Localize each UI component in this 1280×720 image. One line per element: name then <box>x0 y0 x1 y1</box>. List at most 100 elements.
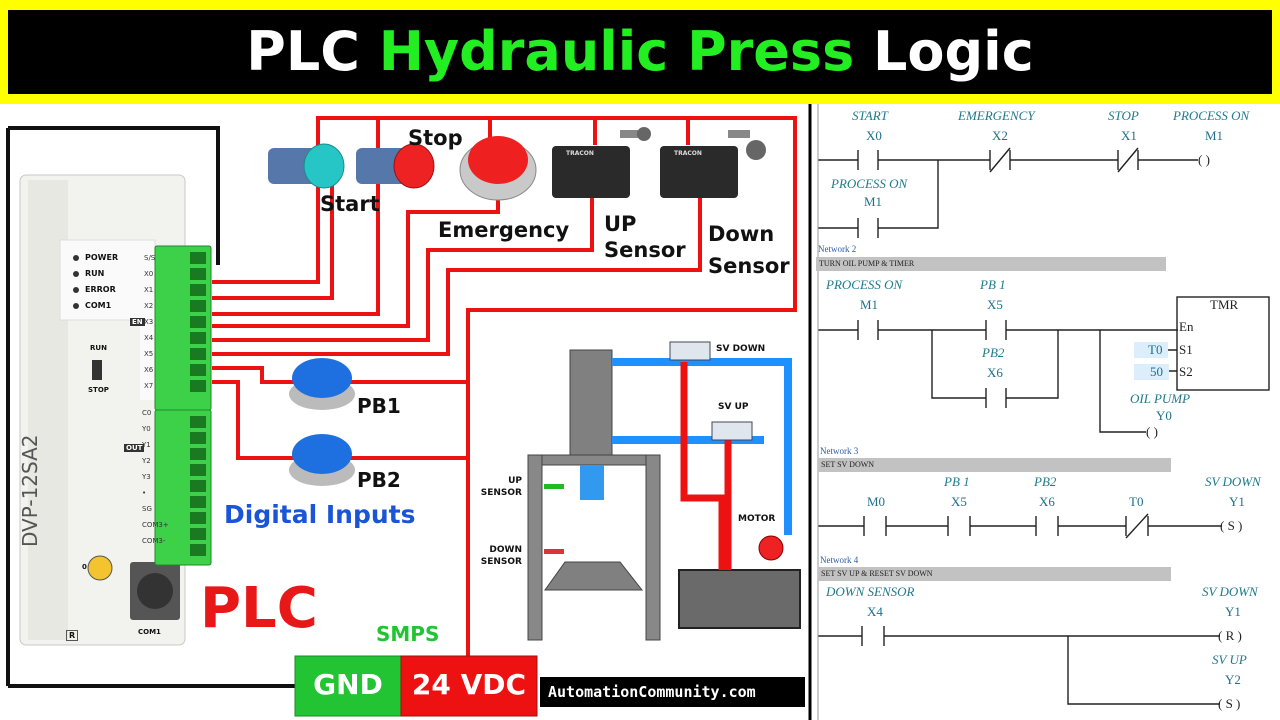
net3-label-pb2: PB2 <box>1034 474 1057 489</box>
rung1-label-stop: STOP <box>1108 108 1139 123</box>
rung1-addr-m1: M1 <box>1205 128 1224 143</box>
terminal-label: COM3- <box>142 537 166 545</box>
net2-addr-m1: M1 <box>860 297 879 312</box>
press-down-sensor-line: DOWN <box>489 545 522 555</box>
down-sensor-line: Sensor <box>708 254 790 278</box>
rung1-coil: ( ) <box>1198 152 1210 167</box>
rung1-branch-addr: M1 <box>864 194 883 209</box>
piston-rod <box>580 465 604 500</box>
terminal-label: X1 <box>144 286 154 294</box>
sv-up-label: SV UP <box>718 402 749 412</box>
title-band: PLC Hydraulic Press Logic <box>0 0 1280 104</box>
run-switch-label: RUN <box>90 344 107 352</box>
timer-preset: 50 <box>1134 364 1169 380</box>
net3-title: Network 3 <box>820 446 859 456</box>
hydraulic-press <box>527 341 801 641</box>
press-die <box>544 561 644 591</box>
terminal-screw <box>190 316 206 328</box>
down-limit-switch <box>660 130 766 198</box>
net3-addr-y1: Y1 <box>1229 494 1245 509</box>
net2-label-process-on: PROCESS ON <box>826 277 903 292</box>
net4-label-sv-up: SV UP <box>1212 652 1247 667</box>
net4-coil-reset: ( R ) <box>1218 628 1242 643</box>
terminal-label: X5 <box>144 350 154 358</box>
emergency-label: Emergency <box>438 218 570 242</box>
press-down-sensor-line: SENSOR <box>480 557 522 567</box>
emergency-button <box>459 136 537 201</box>
watermark: AutomationCommunity.com <box>548 683 756 701</box>
terminal-screw <box>190 496 206 508</box>
stop-label: Stop <box>408 126 463 150</box>
timer-pin-s2: S2 <box>1179 364 1193 379</box>
terminal-label: X2 <box>144 302 154 310</box>
com1-socket <box>137 573 173 609</box>
terminal-screw <box>190 544 206 556</box>
gnd-label: GND <box>313 668 383 701</box>
net3-coil: ( S ) <box>1220 518 1243 533</box>
terminal-screw <box>190 380 206 392</box>
net3-label-pb1: PB 1 <box>944 474 970 489</box>
title-bar: PLC Hydraulic Press Logic <box>8 10 1272 94</box>
cylinder <box>569 349 613 456</box>
vdc-label: 24 VDC <box>411 668 527 701</box>
pb2-button <box>289 434 355 486</box>
run-stop-switch <box>92 360 102 380</box>
net4-coil-set: ( S ) <box>1218 696 1241 711</box>
net3-label-sv-down: SV DOWN <box>1205 474 1261 489</box>
led-com1-label: COM1 <box>85 301 112 310</box>
timer-title: TMR <box>1210 297 1239 312</box>
terminal-label: X7 <box>144 382 154 390</box>
terminal-label: S/S <box>144 254 156 262</box>
net2-label-pb2: PB2 <box>982 345 1005 360</box>
plc-label-strip <box>140 250 156 400</box>
stop-switch-label: STOP <box>88 386 109 394</box>
terminal-screw <box>190 300 206 312</box>
up-limit-switch <box>552 127 651 198</box>
x6-wire <box>212 380 296 460</box>
sv-down-pipe <box>612 358 792 535</box>
rung1-addr-x0: X0 <box>866 128 882 143</box>
out-tag: OUT <box>124 444 145 452</box>
terminal-label: X4 <box>144 334 154 342</box>
dial-mark: 0 <box>82 563 87 571</box>
x2-wire <box>212 192 500 328</box>
stop-button <box>356 143 435 189</box>
terminal-screw <box>190 416 206 428</box>
down-sensor-line: Down <box>708 222 775 246</box>
net4-label-down-sensor: DOWN SENSOR <box>826 584 915 599</box>
com1-led <box>73 303 79 309</box>
terminal-screw <box>190 284 206 296</box>
plc-mark: R <box>66 630 79 641</box>
net2-addr-x6: X6 <box>987 365 1003 380</box>
timer-pin-s1: S1 <box>1179 342 1193 357</box>
net4-title: Network 4 <box>820 555 859 565</box>
digital-inputs-label: Digital Inputs <box>224 500 416 529</box>
led-power-label: POWER <box>85 253 119 262</box>
title-part-2: Hydraulic Press <box>378 20 855 83</box>
terminal-screw <box>190 348 206 360</box>
plc-unit <box>19 174 212 646</box>
press-down-sensor-label: DOWN SENSOR <box>478 544 522 568</box>
net3-bar: SET SV DOWN <box>818 458 1171 472</box>
ladder-lines <box>818 147 1270 705</box>
pb2-label: PB2 <box>357 468 401 492</box>
net2-bar: TURN OIL PUMP & TIMER <box>816 257 1166 271</box>
sv-up-valve <box>711 421 753 441</box>
net3-addr-x5: X5 <box>951 494 967 509</box>
terminal-label: Y2 <box>142 457 151 465</box>
net2-coil: ( ) <box>1146 424 1158 439</box>
up-switch-brand: TRACON <box>566 150 594 157</box>
rung1-label-process-on: PROCESS ON <box>1173 108 1250 123</box>
net4-addr-y2: Y2 <box>1225 672 1241 687</box>
timer-pin-en: En <box>1179 319 1194 334</box>
run-led <box>73 271 79 277</box>
net4-bar: SET SV UP & RESET SV DOWN <box>818 567 1171 581</box>
press-top-beam <box>527 454 661 466</box>
terminal-label: COM3+ <box>142 521 169 529</box>
sv-down-valve <box>669 341 711 361</box>
red-wiring <box>212 116 797 660</box>
